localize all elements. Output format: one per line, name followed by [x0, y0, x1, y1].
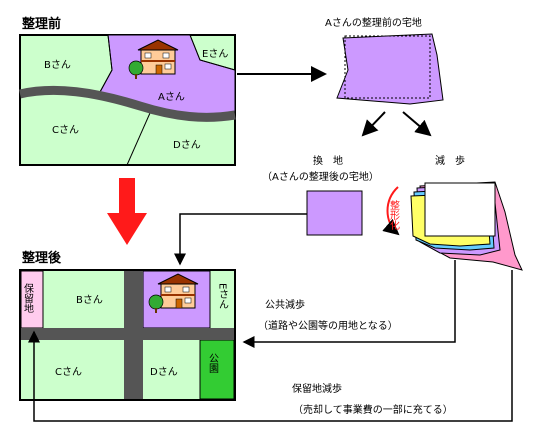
after-label-park: 公園 [207, 353, 219, 374]
kanchi-label: 換 地 [313, 154, 343, 167]
after-label-c: Cさん [55, 366, 82, 378]
public-genbu-desc: （道路や公園等の用地となる） [258, 319, 398, 332]
seikei-label: 整形化 [388, 199, 400, 230]
arrow-kanchi-to-lot [174, 213, 307, 266]
reserve-genbu-desc: （売却して事業費の一部に充てる） [293, 403, 453, 416]
public-genbu-title: 公共減歩 [265, 298, 305, 311]
genbu-sheets [410, 181, 523, 271]
reserve-genbu-title: 保留地減歩 [292, 382, 342, 395]
after-label-reserve: 保留地 [22, 282, 34, 313]
after-label-e: Eさん [217, 283, 229, 309]
arrow-to-kanchi [361, 111, 386, 137]
before-label-d: Dさん [173, 139, 201, 151]
seikei-arrow-icon [382, 186, 400, 236]
after-label-d: Dさん [150, 366, 178, 378]
after-map: 保留地 Bさん Eさん Cさん Dさん 公園 [19, 269, 236, 401]
before-label-b: Bさん [44, 59, 71, 71]
road-before [18, 85, 236, 122]
after-plot-title: （Aさんの整理後の宅地） [262, 170, 379, 183]
house-icon-after [148, 273, 199, 313]
road-vertical [124, 271, 143, 399]
before-label-a: Aさん [158, 91, 185, 103]
a-plot-after [306, 190, 363, 236]
arrow-to-genbu [402, 111, 432, 137]
before-label-c: Cさん [52, 124, 79, 136]
arrow-reserve-genbu [28, 270, 513, 422]
after-title: 整理後 [21, 250, 62, 266]
house-icon [128, 39, 179, 79]
arrow-public-genbu [242, 260, 456, 348]
park-area [199, 339, 235, 400]
after-label-b: Bさん [76, 294, 103, 306]
a-plot-before [336, 33, 444, 105]
before-plot-title: Aさんの整理前の宅地 [325, 16, 422, 29]
genbu-label: 減 歩 [435, 154, 465, 167]
before-map: Bさん Eさん Aさん Cさん Dさん [18, 34, 236, 166]
before-title: 整理前 [21, 16, 61, 32]
before-label-e: Eさん [202, 48, 228, 60]
transform-arrow-icon [107, 178, 147, 245]
